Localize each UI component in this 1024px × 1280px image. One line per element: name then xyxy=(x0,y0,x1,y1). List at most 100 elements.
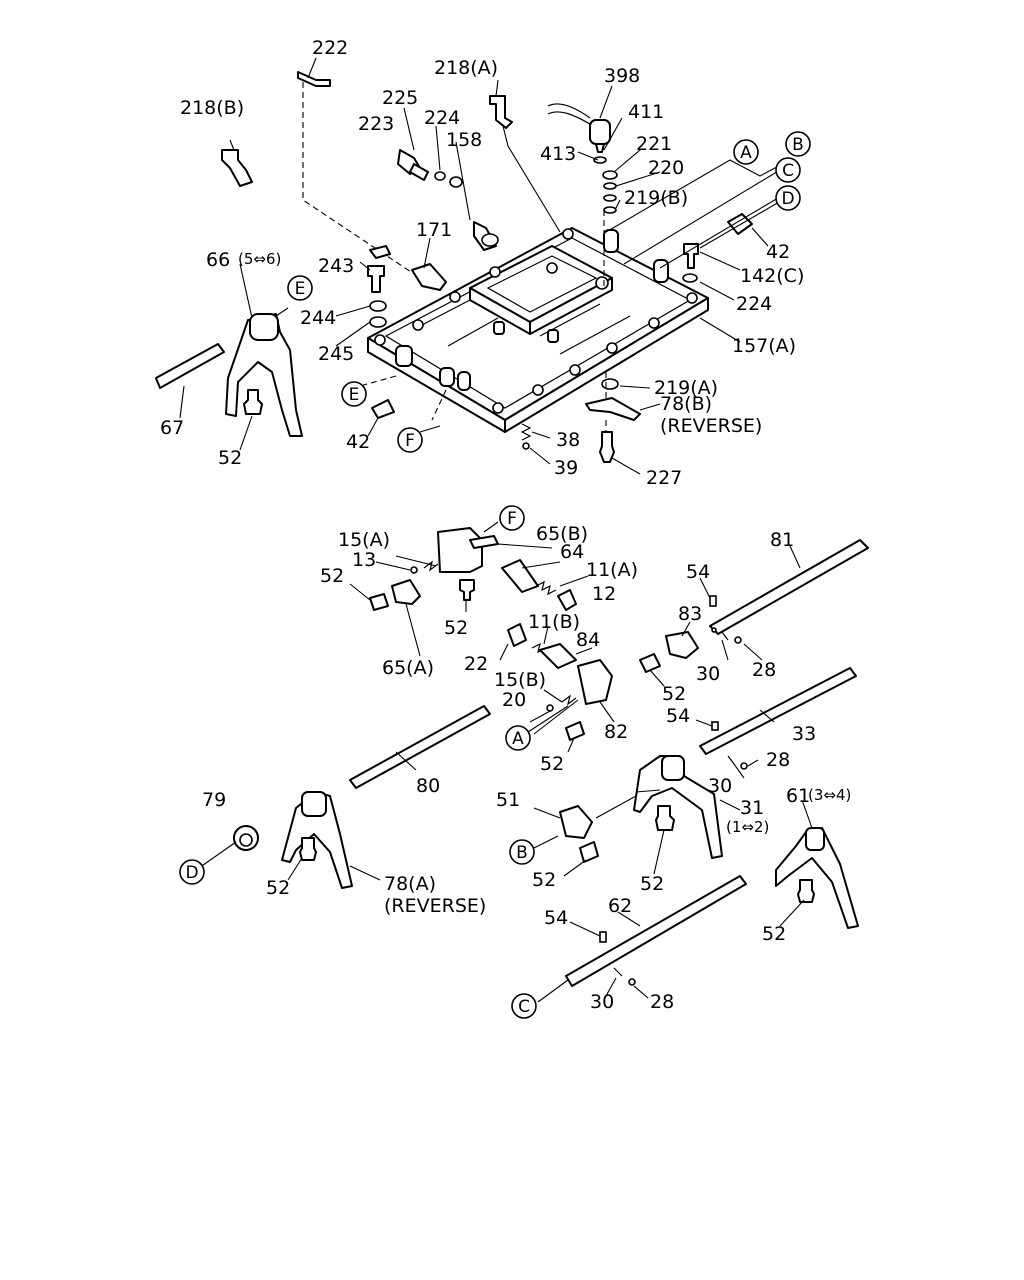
callout-e-top: E xyxy=(287,275,313,301)
clamp-218b xyxy=(221,149,253,187)
shift-cover-plate xyxy=(367,227,709,433)
label-11a: 11(A) xyxy=(586,559,638,581)
washer-224-right xyxy=(682,273,698,283)
switch-171 xyxy=(369,245,447,291)
label-158: 158 xyxy=(446,129,482,151)
label-12: 12 xyxy=(592,583,616,605)
block-82 xyxy=(577,659,613,705)
label-66: 66 xyxy=(206,249,230,271)
plug-42-right xyxy=(727,213,753,235)
label-61: 61 xyxy=(786,785,810,807)
label-61-sub: (3⇔4) xyxy=(808,786,851,804)
guide-line-e xyxy=(359,375,397,387)
key-54a xyxy=(709,595,717,607)
guide-line-b xyxy=(623,169,781,265)
fork-31 xyxy=(633,755,723,859)
label-33: 33 xyxy=(792,723,816,745)
svg-text:C: C xyxy=(518,997,530,1017)
svg-text:E: E xyxy=(295,279,306,299)
plug-12 xyxy=(557,589,577,611)
label-81: 81 xyxy=(770,529,794,551)
label-31: 31 xyxy=(740,797,764,819)
label-54-top: 54 xyxy=(686,561,710,583)
label-413: 413 xyxy=(540,143,576,165)
label-244: 244 xyxy=(300,307,336,329)
plug-42-left xyxy=(371,399,395,419)
label-157a: 157(A) xyxy=(732,335,796,357)
callout-a-top: A xyxy=(733,139,759,165)
svg-text:A: A xyxy=(740,143,752,163)
label-245: 245 xyxy=(318,343,354,365)
label-22: 22 xyxy=(464,653,488,675)
bolt-52-51 xyxy=(579,841,599,863)
shaft-80 xyxy=(349,705,491,789)
label-52-fork78a: 52 xyxy=(266,877,290,899)
bolt-52-65b xyxy=(459,579,475,601)
label-15b: 15(B) xyxy=(494,669,546,691)
label-221: 221 xyxy=(636,133,672,155)
callout-d-top: D xyxy=(775,185,801,211)
label-224-right: 224 xyxy=(736,293,772,315)
label-11b: 11(B) xyxy=(528,611,580,633)
svg-text:B: B xyxy=(516,843,528,863)
bushing-79 xyxy=(233,825,259,851)
label-398: 398 xyxy=(604,65,640,87)
bolt-52-82 xyxy=(565,721,585,741)
callout-b-top: B xyxy=(785,131,811,157)
ball-28c xyxy=(628,978,636,986)
label-30-top: 30 xyxy=(696,663,720,685)
pin-64 xyxy=(501,559,539,593)
rod-67 xyxy=(155,343,225,389)
spring-15a xyxy=(423,560,439,572)
spring-11a xyxy=(535,580,557,596)
ball-39 xyxy=(522,442,530,450)
label-224-top: 224 xyxy=(424,107,460,129)
svg-text:B: B xyxy=(792,135,804,155)
label-243: 243 xyxy=(318,255,354,277)
washer-stack-220-221 xyxy=(593,156,618,288)
label-78a-reverse: (REVERSE) xyxy=(384,895,486,917)
label-52-fork61: 52 xyxy=(762,923,786,945)
bolt-52-65a xyxy=(369,593,389,611)
label-67: 67 xyxy=(160,417,184,439)
label-142c: 142(C) xyxy=(740,265,804,287)
washer-245 xyxy=(369,316,387,328)
label-80: 80 xyxy=(416,775,440,797)
svg-text:C: C xyxy=(782,161,794,181)
label-79: 79 xyxy=(202,789,226,811)
label-220: 220 xyxy=(648,157,684,179)
key-54b xyxy=(711,721,719,731)
label-54-bottom: 54 xyxy=(544,907,568,929)
callout-e-mid: E xyxy=(341,381,367,407)
label-31-sub: (1⇔2) xyxy=(726,818,769,836)
shaft-81 xyxy=(709,539,869,635)
pin-30b xyxy=(727,755,735,765)
label-28-bottom: 28 xyxy=(650,991,674,1013)
label-28-top: 28 xyxy=(752,659,776,681)
label-78b: 78(B) xyxy=(660,393,712,415)
label-227: 227 xyxy=(646,467,682,489)
callout-a-bottom: A xyxy=(505,725,531,751)
block-65b xyxy=(437,527,499,573)
label-38: 38 xyxy=(556,429,580,451)
label-42-right: 42 xyxy=(766,241,790,263)
key-54c xyxy=(599,931,607,943)
label-54-mid: 54 xyxy=(666,705,690,727)
fork-66 xyxy=(225,313,303,437)
label-411: 411 xyxy=(628,101,664,123)
svg-text:A: A xyxy=(512,729,524,749)
pin-84 xyxy=(539,643,577,669)
fork-78a-reverse xyxy=(281,791,353,889)
plug-22 xyxy=(507,623,527,647)
callout-f-top: F xyxy=(397,427,423,453)
ball-28b xyxy=(740,762,748,770)
label-218a: 218(A) xyxy=(434,57,498,79)
label-42-left: 42 xyxy=(346,431,370,453)
label-82: 82 xyxy=(604,721,628,743)
label-52-65a: 52 xyxy=(320,565,344,587)
svg-text:F: F xyxy=(507,509,517,529)
label-78a: 78(A) xyxy=(384,873,436,895)
label-222: 222 xyxy=(312,37,348,59)
part-labels: 222 218(A) 218(B) 398 225 224 223 158 41… xyxy=(160,37,851,1013)
svg-text:F: F xyxy=(405,431,415,451)
